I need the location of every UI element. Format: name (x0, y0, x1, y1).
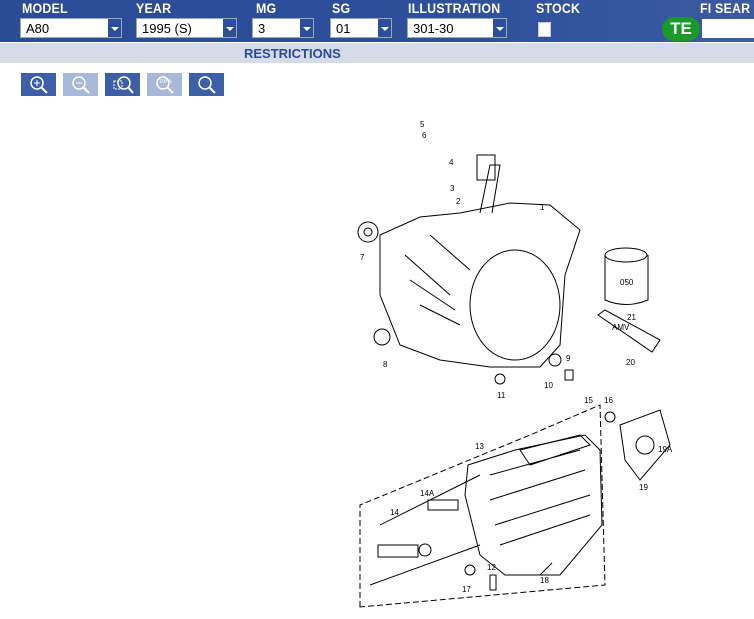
te-logo-button[interactable]: TE (662, 17, 700, 41)
chevron-down-icon[interactable] (377, 19, 391, 37)
chevron-down-icon[interactable] (492, 19, 506, 37)
illustration-value: 301-30 (413, 21, 454, 36)
search-icon (198, 76, 216, 94)
callout-21[interactable]: 21 (627, 313, 636, 322)
search-button[interactable] (189, 73, 224, 96)
chevron-down-icon[interactable] (222, 19, 236, 37)
header-bar: A80 1995 (S) 3 01 301-30 TE MODEL YEAR M… (0, 0, 754, 42)
zoom-area-button[interactable] (105, 73, 140, 96)
chevron-down-icon[interactable] (299, 19, 313, 37)
year-label: YEAR (136, 1, 172, 16)
zoom-out-button[interactable] (63, 73, 98, 96)
stock-label: STOCK (536, 1, 581, 16)
callout-14[interactable]: 14 (390, 508, 399, 517)
callout-19[interactable]: 19 (639, 483, 648, 492)
mg-value: 3 (258, 21, 266, 36)
callouts: 1 2 3 4 5 6 7 8 9 10 11 12 13 14 14A 15 … (360, 120, 673, 594)
fi-search-input[interactable] (702, 19, 754, 38)
oil-can-label: 050 (620, 278, 634, 287)
model-label: MODEL (22, 1, 68, 16)
zoom-in-icon (30, 76, 48, 94)
callout-10[interactable]: 10 (544, 381, 553, 390)
callout-12[interactable]: 12 (487, 563, 496, 572)
callout-16[interactable]: 16 (604, 396, 613, 405)
zoom-in-button[interactable] (21, 73, 56, 96)
restrictions-bar: RESTRICTIONS (0, 42, 754, 63)
callout-8[interactable]: 8 (383, 360, 388, 369)
callout-18[interactable]: 18 (540, 576, 549, 585)
callout-15[interactable]: 15 (584, 396, 593, 405)
model-value: A80 (26, 21, 50, 36)
zoom-100-label: 100% (159, 79, 172, 85)
sg-label: SG (332, 1, 351, 16)
sg-value: 01 (336, 21, 351, 36)
callout-4[interactable]: 4 (449, 158, 454, 167)
callout-19a[interactable]: 19A (658, 445, 673, 454)
restrictions-link[interactable]: RESTRICTIONS (244, 46, 341, 61)
mg-select[interactable]: 3 (252, 18, 314, 38)
callout-1[interactable]: 1 (540, 203, 545, 212)
callout-9[interactable]: 9 (566, 354, 571, 363)
callout-20[interactable]: 20 (626, 358, 635, 367)
year-value: 1995 (S) (142, 21, 192, 36)
model-select[interactable]: A80 (20, 18, 122, 38)
callout-6[interactable]: 6 (422, 131, 427, 140)
zoom-100-button[interactable]: 100% (147, 73, 182, 96)
callout-3[interactable]: 3 (450, 184, 455, 193)
year-select[interactable]: 1995 (S) (136, 18, 237, 38)
callout-5[interactable]: 5 (420, 120, 425, 129)
callout-2[interactable]: 2 (456, 197, 461, 206)
illustration-label: ILLUSTRATION (408, 1, 501, 16)
tube-label: AMV (612, 323, 630, 332)
illustration-select[interactable]: 301-30 (407, 18, 507, 38)
callout-11[interactable]: 11 (497, 391, 506, 400)
zoom-100-icon: 100% (156, 76, 174, 94)
callout-13[interactable]: 13 (475, 442, 484, 451)
mg-label: MG (256, 1, 277, 16)
parts-diagram: 1 2 3 4 5 6 7 8 9 10 11 12 13 14 14A 15 … (357, 120, 673, 608)
transmission-housing (379, 202, 581, 368)
zoom-area-icon (113, 76, 134, 94)
fi-search-label: FI SEAR (700, 1, 751, 16)
callout-17[interactable]: 17 (462, 585, 471, 594)
callout-14a[interactable]: 14A (420, 489, 435, 498)
chevron-down-icon[interactable] (107, 19, 121, 37)
gearbox-housing (464, 434, 603, 576)
sg-select[interactable]: 01 (330, 18, 392, 38)
callout-7[interactable]: 7 (360, 253, 365, 262)
zoom-out-icon (72, 76, 90, 94)
stock-checkbox[interactable] (538, 22, 551, 37)
